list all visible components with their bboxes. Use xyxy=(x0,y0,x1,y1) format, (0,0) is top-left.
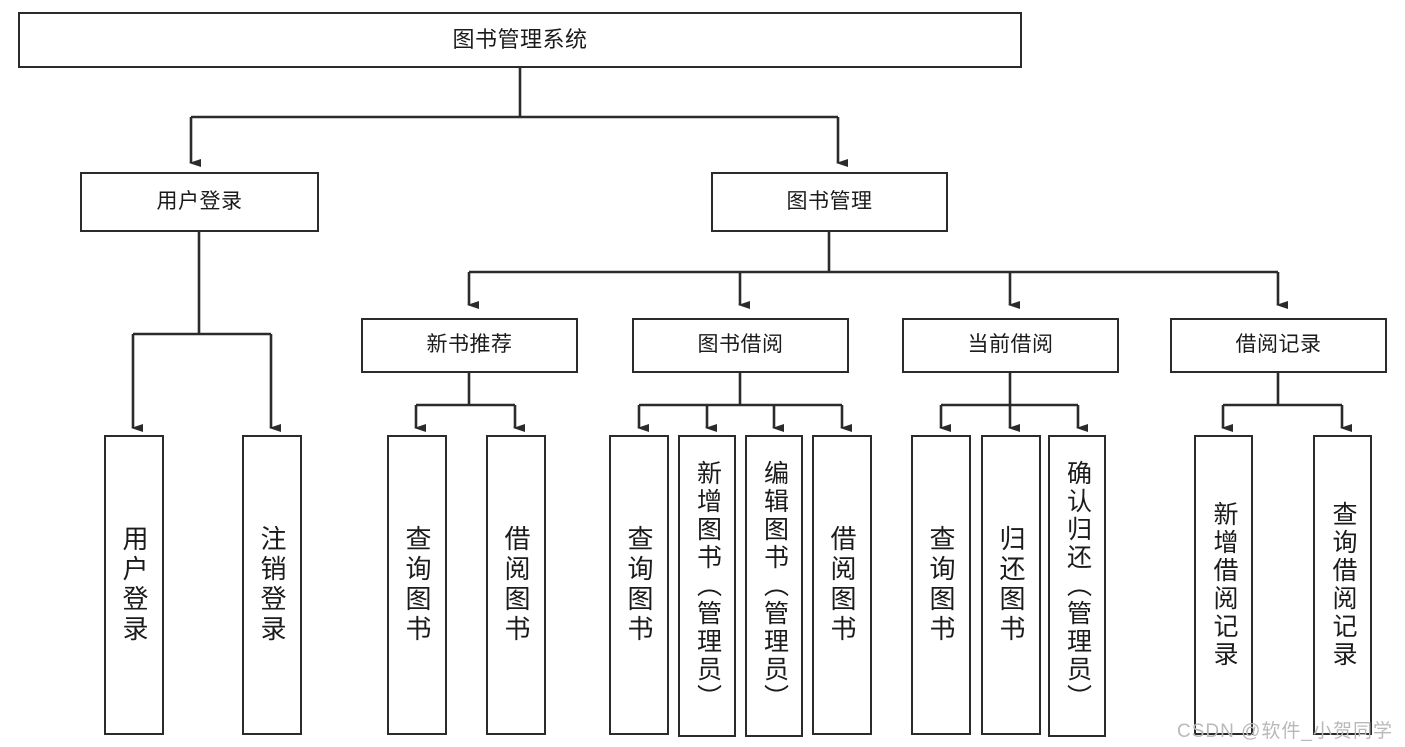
leaf-edit-book[interactable]: 编辑图书（管理员） xyxy=(745,435,803,737)
node-root-label: 图书管理系统 xyxy=(452,27,588,53)
node-current-borrow[interactable]: 当前借阅 xyxy=(902,318,1119,373)
leaf-confirm-return-label: 确认归还（管理员） xyxy=(1063,460,1092,712)
node-book-manage[interactable]: 图书管理 xyxy=(711,172,948,232)
leaf-query-book-2[interactable]: 查询图书 xyxy=(609,435,669,735)
node-new-book-recommend-label: 新书推荐 xyxy=(426,333,513,357)
leaf-return-book[interactable]: 归还图书 xyxy=(981,435,1041,735)
leaf-borrow-book-1[interactable]: 借阅图书 xyxy=(486,435,546,735)
leaf-edit-book-label: 编辑图书（管理员） xyxy=(760,460,789,712)
node-user-login-label: 用户登录 xyxy=(156,189,243,213)
leaf-logout-login-label: 注销登录 xyxy=(257,525,287,645)
node-book-manage-label: 图书管理 xyxy=(786,189,873,213)
node-book-borrow[interactable]: 图书借阅 xyxy=(632,318,849,373)
node-borrow-record[interactable]: 借阅记录 xyxy=(1170,318,1387,373)
node-root[interactable]: 图书管理系统 xyxy=(18,12,1022,68)
leaf-add-book-label: 新增图书（管理员） xyxy=(693,460,722,712)
leaf-query-book-3-label: 查询图书 xyxy=(926,525,956,645)
leaf-borrow-book-2-label: 借阅图书 xyxy=(827,525,857,645)
leaf-confirm-return[interactable]: 确认归还（管理员） xyxy=(1048,435,1106,737)
leaf-add-record-label: 新增借阅记录 xyxy=(1210,501,1238,669)
leaf-query-record-label: 查询借阅记录 xyxy=(1329,501,1357,669)
leaf-add-book[interactable]: 新增图书（管理员） xyxy=(678,435,736,737)
leaf-borrow-book-1-label: 借阅图书 xyxy=(501,525,531,645)
node-borrow-record-label: 借阅记录 xyxy=(1235,333,1322,357)
leaf-borrow-book-2[interactable]: 借阅图书 xyxy=(812,435,872,735)
node-user-login[interactable]: 用户登录 xyxy=(80,172,319,232)
leaf-query-book-2-label: 查询图书 xyxy=(624,525,654,645)
node-book-borrow-label: 图书借阅 xyxy=(697,333,784,357)
leaf-query-book-1-label: 查询图书 xyxy=(402,525,432,645)
leaf-query-record[interactable]: 查询借阅记录 xyxy=(1313,435,1372,735)
leaf-logout-login[interactable]: 注销登录 xyxy=(242,435,302,735)
leaf-query-book-3[interactable]: 查询图书 xyxy=(911,435,971,735)
node-new-book-recommend[interactable]: 新书推荐 xyxy=(361,318,578,373)
node-current-borrow-label: 当前借阅 xyxy=(967,333,1054,357)
leaf-user-login-label: 用户登录 xyxy=(119,525,149,645)
leaf-return-book-label: 归还图书 xyxy=(996,525,1026,645)
leaf-query-book-1[interactable]: 查询图书 xyxy=(387,435,447,735)
leaf-user-login[interactable]: 用户登录 xyxy=(104,435,164,735)
leaf-add-record[interactable]: 新增借阅记录 xyxy=(1194,435,1253,735)
